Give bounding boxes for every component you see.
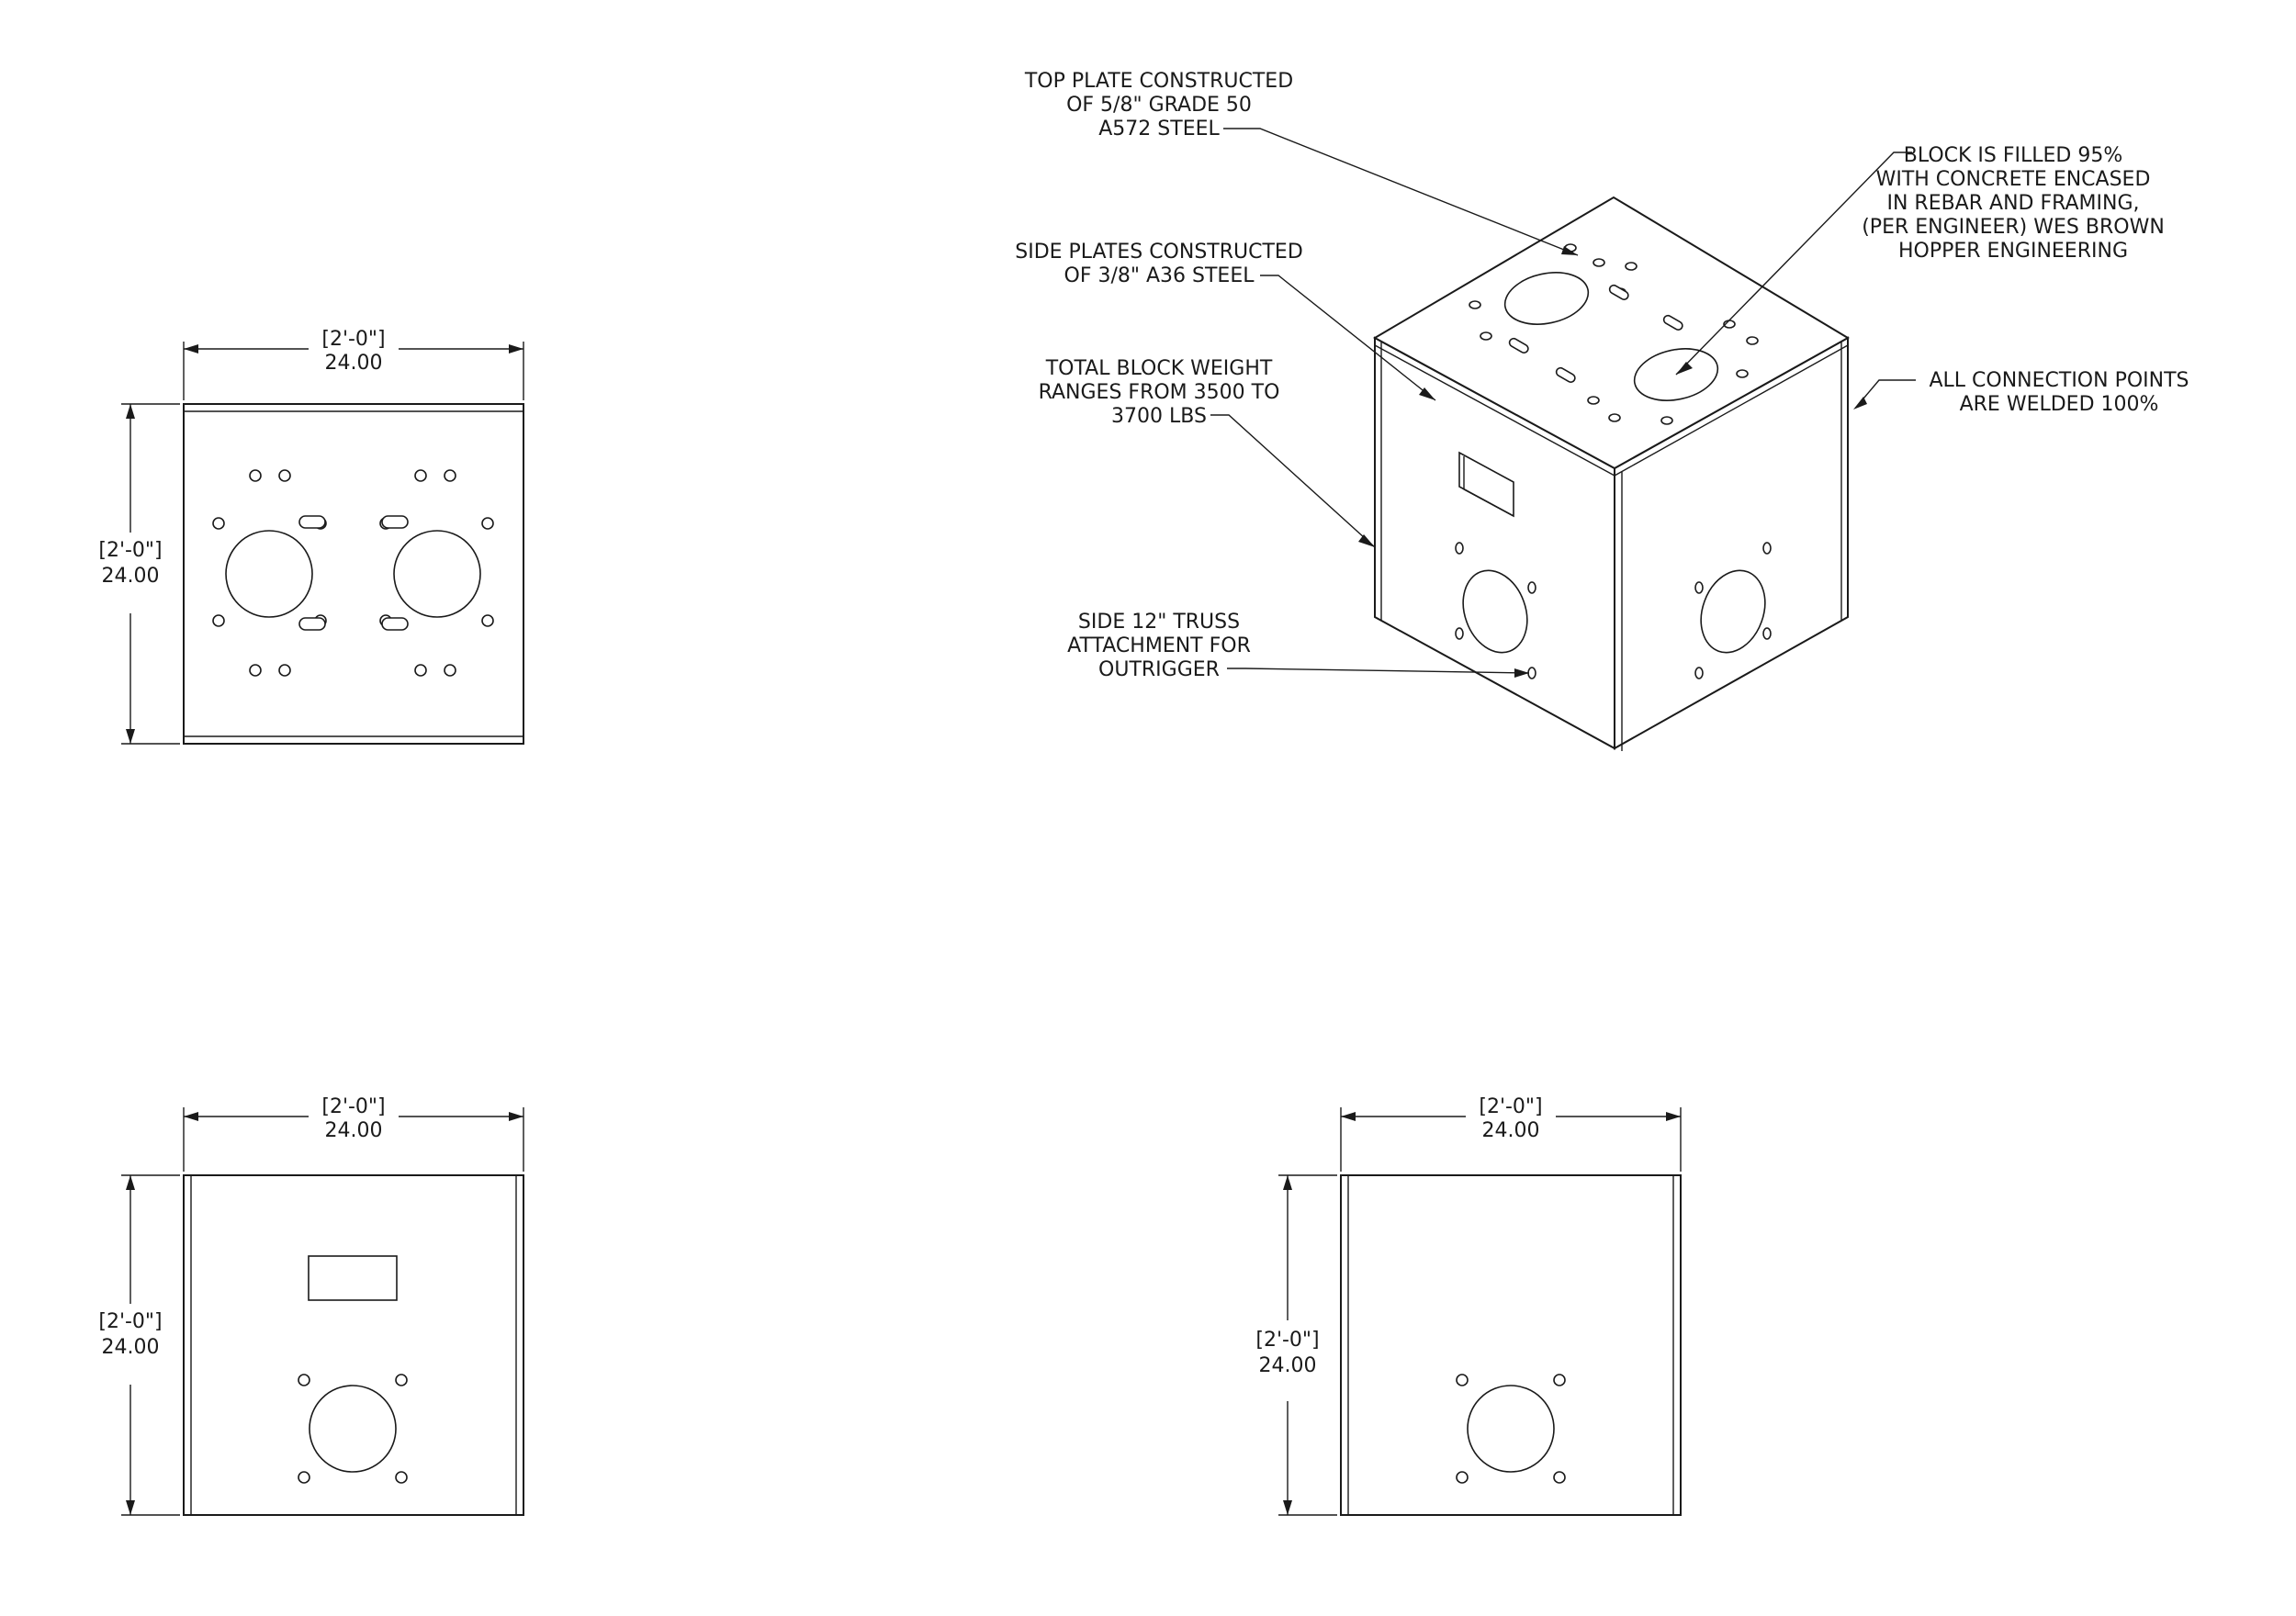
note-welds-line-2: ARE WELDED 100% [1960, 393, 2159, 416]
note-fill-line-3: IN REBAR AND FRAMING, [1886, 192, 2139, 215]
note-top-plate-line-1: TOP PLATE CONSTRUCTED [1024, 70, 1293, 93]
note-truss-line-2: ATTACHMENT FOR [1067, 634, 1251, 657]
note-weight: TOTAL BLOCK WEIGHT RANGES FROM 3500 TO 3… [1039, 357, 1376, 548]
front-view: [2'-0"] 24.00 [2'-0"] 24.00 [98, 1095, 524, 1516]
front-rectangular-opening [308, 1255, 398, 1301]
note-side-plates: SIDE PLATES CONSTRUCTED OF 3/8" A36 STEE… [1015, 241, 1436, 401]
top-large-hole-right [393, 530, 481, 618]
top-height-dimension: [2'-0"] 24.00 [98, 403, 180, 745]
note-fill-line-1: BLOCK IS FILLED 95% [1904, 144, 2123, 167]
front-width-inches: 24.00 [325, 1119, 383, 1142]
side-width-dimension: [2'-0"] 24.00 [1340, 1095, 1682, 1172]
side-truss-hole [1467, 1385, 1555, 1473]
front-height-dimension: [2'-0"] 24.00 [98, 1174, 180, 1516]
top-height-inches: 24.00 [102, 565, 160, 588]
isometric-view [1372, 196, 1850, 751]
side-width-feet: [2'-0"] [1479, 1095, 1542, 1118]
front-width-feet: [2'-0"] [321, 1095, 385, 1118]
note-weight-line-1: TOTAL BLOCK WEIGHT [1045, 357, 1273, 380]
top-width-inches: 24.00 [325, 352, 383, 375]
side-height-feet: [2'-0"] [1255, 1329, 1319, 1352]
iso-top-face [1372, 196, 1850, 470]
note-weight-line-2: RANGES FROM 3500 TO [1039, 381, 1280, 404]
note-truss-line-1: SIDE 12" TRUSS [1078, 611, 1240, 634]
note-top-plate-line-3: A572 STEEL [1098, 118, 1220, 140]
note-truss: SIDE 12" TRUSS ATTACHMENT FOR OUTRIGGER [1067, 611, 1530, 681]
note-side-plates-line-1: SIDE PLATES CONSTRUCTED [1015, 241, 1303, 264]
front-height-inches: 24.00 [102, 1336, 160, 1359]
front-truss-hole [309, 1385, 397, 1473]
side-width-inches: 24.00 [1482, 1119, 1540, 1142]
note-welds-line-1: ALL CONNECTION POINTS [1929, 369, 2189, 392]
iso-right-truss-hole [1700, 569, 1766, 654]
top-width-dimension: [2'-0"] 24.00 [183, 328, 524, 400]
top-large-hole-left [225, 530, 313, 618]
front-width-dimension: [2'-0"] 24.00 [183, 1095, 524, 1172]
side-height-inches: 24.00 [1259, 1354, 1317, 1377]
side-view: [2'-0"] 24.00 [2'-0"] 24.00 [1255, 1095, 1682, 1516]
top-plate-outline [183, 403, 524, 745]
note-weight-line-3: 3700 LBS [1111, 405, 1207, 428]
note-top-plate: TOP PLATE CONSTRUCTED OF 5/8" GRADE 50 A… [1024, 70, 1579, 256]
top-view: [2'-0"] 24.00 [2'-0"] 24.00 [98, 328, 524, 745]
side-plate-outline [1340, 1174, 1682, 1516]
note-fill-line-2: WITH CONCRETE ENCASED [1876, 168, 2151, 191]
note-top-plate-line-2: OF 5/8" GRADE 50 [1066, 94, 1252, 117]
note-fill-line-5: HOPPER ENGINEERING [1898, 240, 2128, 263]
note-fill: BLOCK IS FILLED 95% WITH CONCRETE ENCASE… [1675, 144, 2165, 376]
front-plate-outline [183, 1174, 524, 1516]
iso-top-hole-left [1503, 272, 1590, 325]
note-side-plates-line-2: OF 3/8" A36 STEEL [1064, 264, 1255, 287]
note-fill-line-4: (PER ENGINEER) WES BROWN [1862, 216, 2165, 239]
top-width-feet: [2'-0"] [321, 328, 385, 351]
top-height-feet: [2'-0"] [98, 539, 162, 562]
note-welds: ALL CONNECTION POINTS ARE WELDED 100% [1853, 369, 2189, 416]
front-height-feet: [2'-0"] [98, 1310, 162, 1333]
side-height-dimension: [2'-0"] 24.00 [1255, 1174, 1337, 1516]
note-truss-line-3: OUTRIGGER [1098, 658, 1220, 681]
iso-left-truss-hole [1462, 569, 1528, 654]
